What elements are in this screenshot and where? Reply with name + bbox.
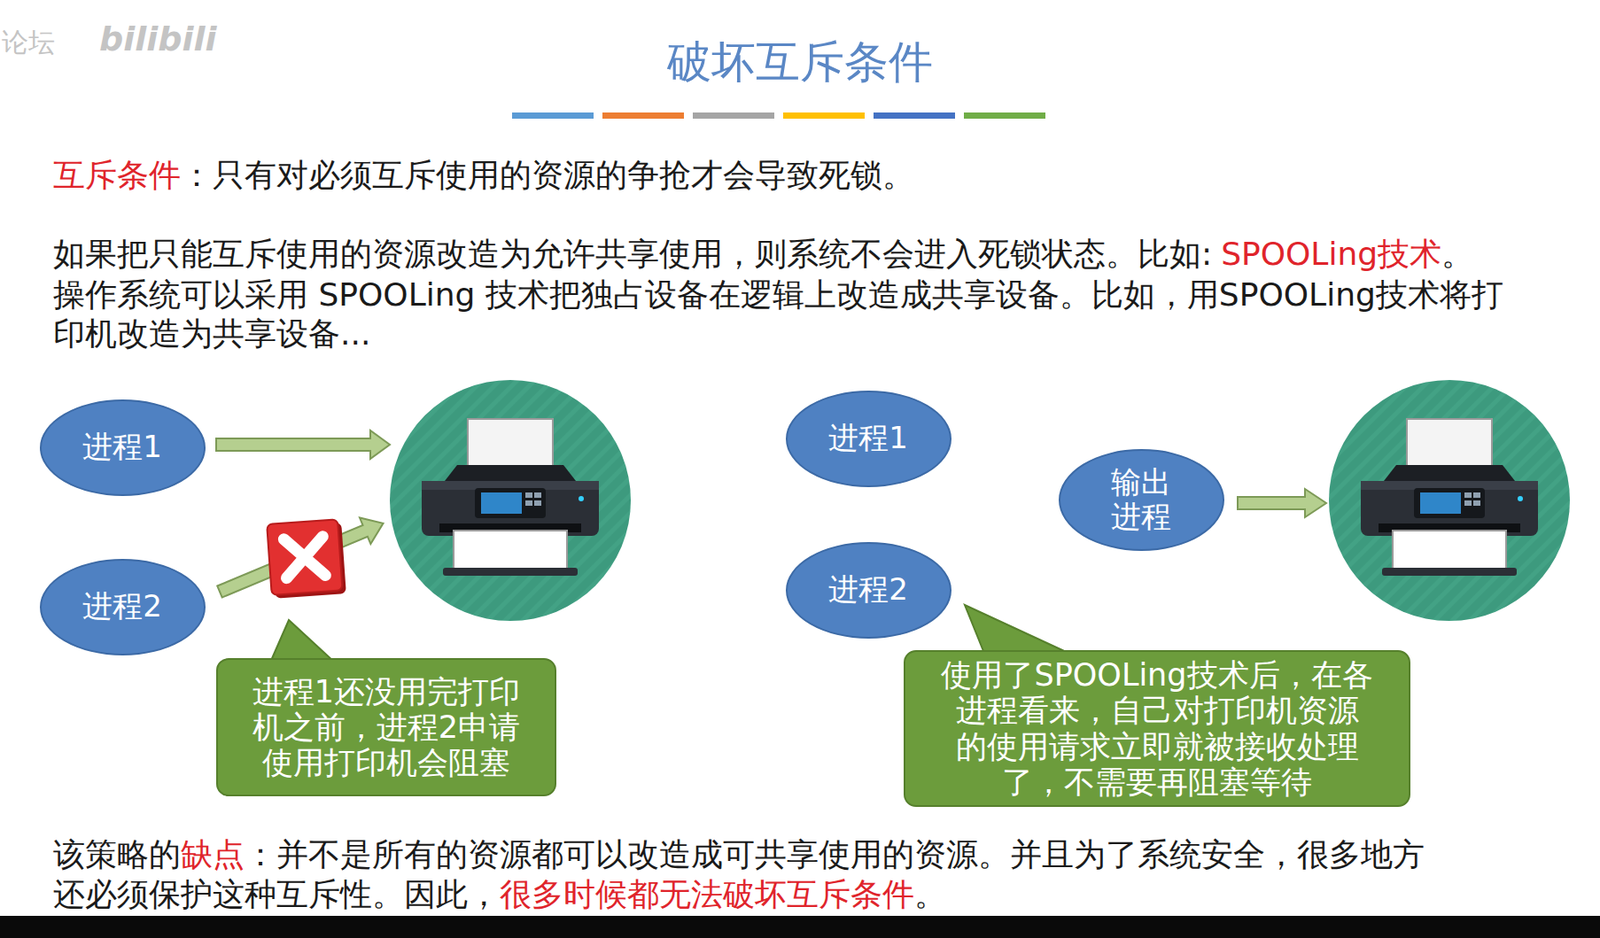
slide-title: 破坏互斥条件 — [0, 35, 1600, 89]
node-label: 输出 进程 — [1105, 465, 1177, 535]
process-ellipse: 进程1 — [39, 399, 206, 497]
text-line: 如果把只能互斥使用的资源改造为允许共享使用，则系统不会进入死锁状态。比如:SPO… — [53, 234, 1474, 274]
highlight-text: 很多时候都无法破坏互斥条件 — [499, 876, 915, 913]
process-ellipse: 进程2 — [39, 559, 206, 656]
body-text: 还必须保护这种互斥性。因此， — [53, 876, 500, 913]
text-line: 该策略的缺点：并不是所有的资源都可以改造成可共享使用的资源。并且为了系统安全，很… — [53, 835, 1425, 875]
body-text: 操作系统可以采用 SPOOLing 技术把独占设备在逻辑上改造成共享设备。比如，… — [53, 276, 1504, 313]
process-ellipse: 输出 进程 — [1058, 449, 1225, 552]
body-text: 。 — [1441, 235, 1474, 272]
node-label: 进程2 — [82, 589, 163, 624]
node-label: 进程2 — [828, 572, 909, 607]
body-text: 如果把只能互斥使用的资源改造为允许共享使用，则系统不会进入死锁状态。比如: — [53, 235, 1212, 272]
body-text: ：只有对必须互斥使用的资源的争抢才会导致死锁。 — [180, 156, 915, 194]
highlight-text: 缺点 — [180, 836, 245, 873]
callout-box: 使用了SPOOLing技术后，在各 进程看来，自己对打印机资源 的使用请求立即就… — [903, 650, 1411, 808]
text-line: 互斥条件：只有对必须互斥使用的资源的争抢才会导致死锁。 — [53, 155, 915, 195]
body-text: 该策略的 — [53, 836, 181, 873]
text-line: 操作系统可以采用 SPOOLing 技术把独占设备在逻辑上改造成共享设备。比如，… — [53, 275, 1504, 315]
process-ellipse: 进程2 — [785, 542, 952, 639]
node-label: 使用了SPOOLing技术后，在各 进程看来，自己对打印机资源 的使用请求立即就… — [938, 657, 1377, 800]
node-label: 进程1 — [828, 420, 909, 456]
body-text: 。 — [914, 876, 947, 913]
highlight-text: 互斥条件 — [53, 156, 181, 194]
process-ellipse: 进程1 — [785, 390, 952, 488]
highlight-text: SPOOLing技术 — [1220, 235, 1442, 272]
callout-box: 进程1还没用完打印 机之前，进程2申请 使用打印机会阻塞 — [216, 658, 557, 797]
text-line: 印机改造为共享设备... — [53, 314, 371, 354]
node-label: 进程1 — [82, 429, 163, 465]
watermark: 论坛 — [1, 24, 55, 62]
body-text: ：并不是所有的资源都可以改造成可共享使用的资源。并且为了系统安全，很多地方 — [244, 836, 1425, 873]
node-label: 进程1还没用完打印 机之前，进程2申请 使用打印机会阻塞 — [235, 674, 537, 782]
body-text: 印机改造为共享设备... — [53, 315, 371, 352]
text-line: 还必须保护这种互斥性。因此，很多时候都无法破坏互斥条件。 — [53, 875, 947, 915]
watermark: bilibili — [99, 19, 218, 59]
